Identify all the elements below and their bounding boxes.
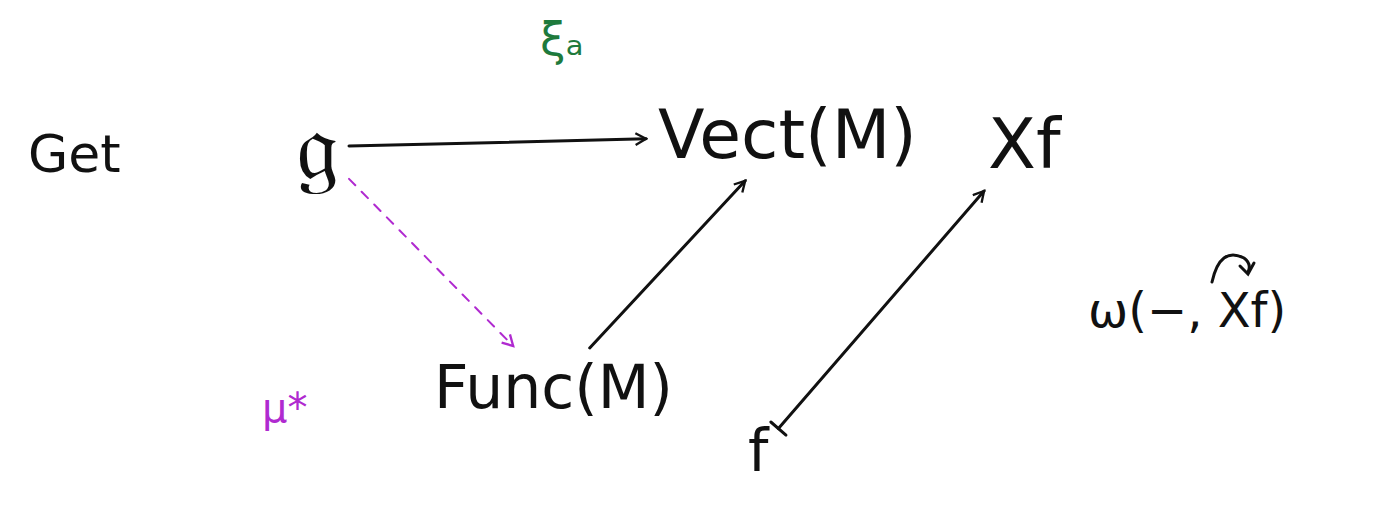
action-arrow [349,139,646,146]
node-text: Xf [988,106,1061,183]
connector-line [590,181,746,348]
connector-line [778,191,984,429]
get-word: Get [28,126,121,183]
node-text: f [748,420,768,484]
maps-to-bar [771,422,786,435]
node-text: 𝔤 [296,94,339,200]
hamiltonian-field: Xf [982,104,1067,185]
arrow-label: μ* [262,386,307,430]
one-form-expression: ω(−, Xf) [1088,284,1286,337]
vector-fields: Vect(M) [652,96,923,175]
function-element: f [742,418,774,486]
hook-head [1240,263,1254,274]
maps-to-arrow [771,191,984,435]
lie-algebra: 𝔤 [290,92,345,202]
arrow-label: ξₐ [540,14,584,65]
moment-map-arrow [349,179,513,346]
node-text: Vect(M) [658,98,917,173]
inclusion-arrow [590,181,746,348]
node-text: Func(M) [434,354,673,420]
connector-line [349,179,513,346]
functions: Func(M) [428,352,679,422]
connector-line [349,139,646,146]
